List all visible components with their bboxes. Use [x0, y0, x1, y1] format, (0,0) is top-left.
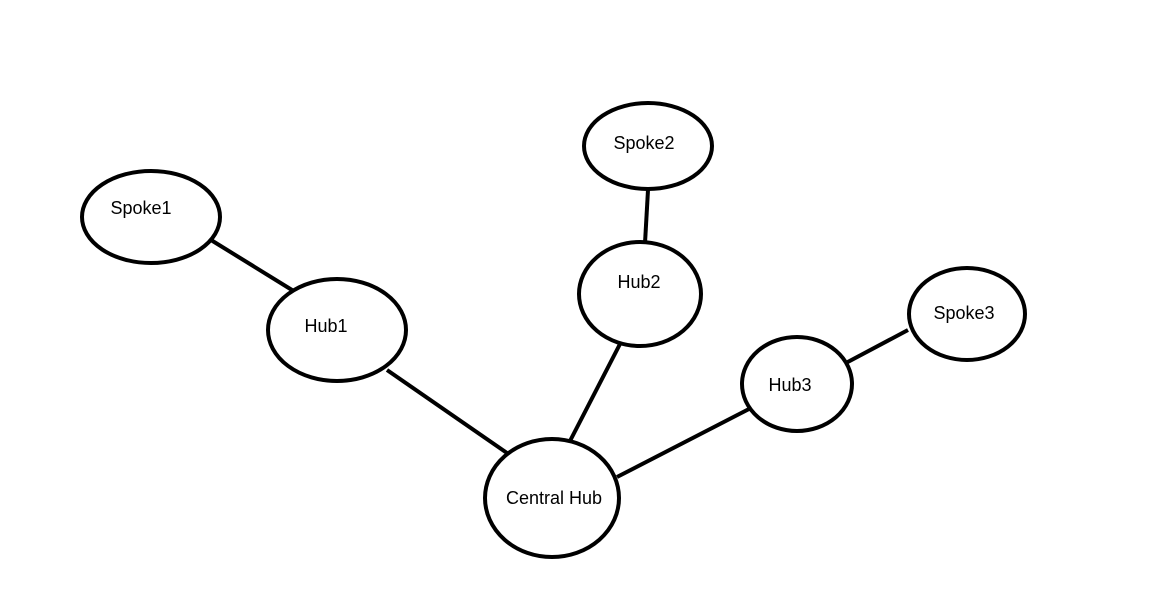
node-central-hub-shape — [483, 437, 621, 559]
edges — [209, 189, 909, 479]
node-spoke3-shape — [907, 266, 1027, 362]
node-spoke1-shape — [80, 169, 222, 265]
node-hub2-label: Hub2 — [617, 272, 660, 292]
node-spoke1-label: Spoke1 — [110, 198, 171, 218]
node-spoke2: Spoke2 — [582, 101, 714, 191]
node-spoke2-label: Spoke2 — [613, 133, 674, 153]
node-hub3: Hub3 — [740, 335, 854, 433]
edge-hub3-central-hub — [616, 407, 750, 479]
node-spoke3: Spoke3 — [907, 266, 1027, 362]
node-central-hub: Central Hub — [483, 437, 621, 559]
node-hub1: Hub1 — [266, 277, 408, 383]
node-hub1-shape — [266, 277, 408, 383]
node-spoke3-label: Spoke3 — [933, 303, 994, 323]
node-hub2: Hub2 — [577, 240, 703, 348]
node-spoke2-shape — [582, 101, 714, 191]
edge-hub2-central-hub — [568, 343, 622, 442]
node-hub3-shape — [740, 335, 854, 433]
edge-hub1-central-hub — [385, 368, 509, 455]
node-central-hub-label: Central Hub — [506, 488, 602, 508]
node-hub1-label: Hub1 — [304, 316, 347, 336]
node-hub2-shape — [577, 240, 703, 348]
node-spoke1: Spoke1 — [80, 169, 222, 265]
edge-spoke3-hub3 — [843, 328, 909, 366]
edge-spoke2-hub2 — [643, 189, 650, 244]
node-hub3-label: Hub3 — [768, 375, 811, 395]
edge-spoke1-hub1 — [209, 238, 294, 292]
